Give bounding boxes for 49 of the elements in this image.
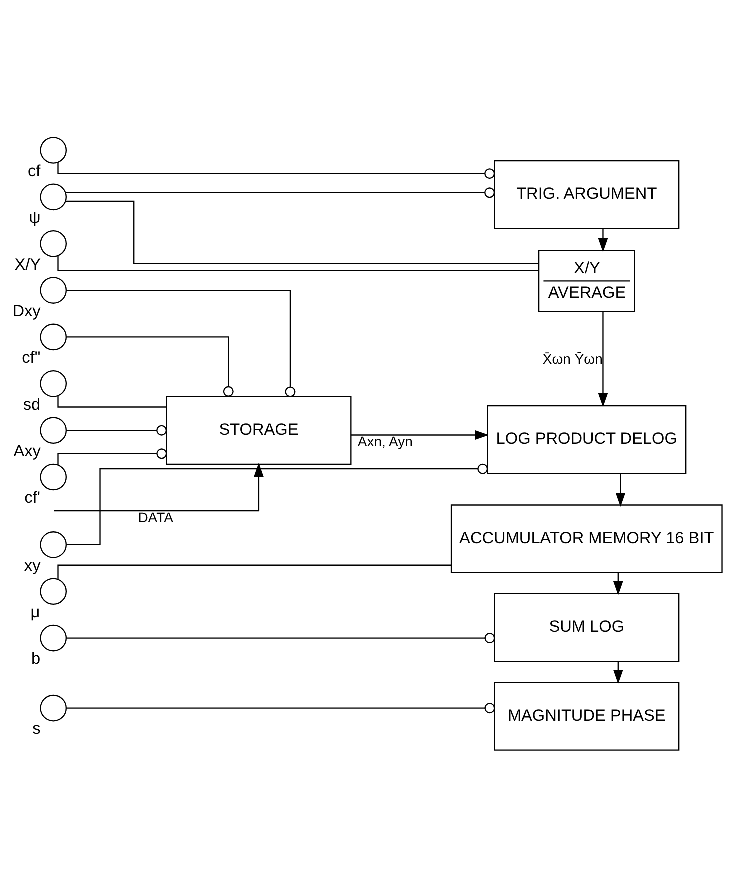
edge-label: DATA <box>138 509 174 526</box>
node-box: X/Y AVERAGE <box>538 250 636 312</box>
edge-label: Axn, Ayn <box>358 433 413 450</box>
node-label: cf' <box>24 489 40 508</box>
node-label: b <box>32 650 41 668</box>
node-label: s <box>32 720 41 738</box>
node-box: MAGNITUDE PHASE <box>494 682 680 751</box>
connector <box>58 396 167 408</box>
connector <box>66 703 496 714</box>
node-label: cf <box>28 162 41 180</box>
node-circle <box>40 184 67 211</box>
node-circle <box>40 370 67 398</box>
connector <box>66 336 234 397</box>
node-label: cf" <box>22 349 41 368</box>
node-label: ψ <box>29 209 41 228</box>
connector <box>66 200 539 264</box>
node-circle <box>40 624 67 652</box>
node-box: SUM LOG <box>494 593 680 662</box>
connector <box>58 256 539 272</box>
node-circle <box>40 324 67 351</box>
connector <box>66 464 488 546</box>
edge-label: X̄ωn Ȳωn <box>542 351 603 368</box>
arrow <box>54 462 264 512</box>
node-circle <box>40 137 67 164</box>
node-circle <box>40 277 67 304</box>
connector <box>66 425 168 436</box>
node-label: μ <box>30 604 40 622</box>
connector <box>66 290 296 398</box>
node-label: xy <box>24 556 41 575</box>
arrow <box>351 430 490 440</box>
node-circle <box>40 694 67 722</box>
arrow <box>598 312 608 408</box>
node-box: ACCUMULATOR MEMORY 16 BIT <box>450 504 723 574</box>
node-box: LOG PRODUCT DELOG <box>487 406 687 474</box>
arrow <box>598 228 608 252</box>
node-label: Dxy <box>12 302 41 320</box>
node-circle <box>40 230 67 258</box>
arrow <box>616 474 626 507</box>
connector <box>66 188 496 198</box>
node-box: TRIG. ARGUMENT <box>494 160 680 230</box>
node-label: X/Y <box>14 256 42 274</box>
node-circle <box>40 532 67 558</box>
connector <box>66 633 496 644</box>
node-label: sd <box>23 396 41 414</box>
node-circle <box>40 417 67 444</box>
node-box: STORAGE <box>166 396 352 465</box>
node-circle <box>40 578 67 606</box>
node-circle <box>40 464 67 491</box>
node-label: Axy <box>14 442 41 460</box>
